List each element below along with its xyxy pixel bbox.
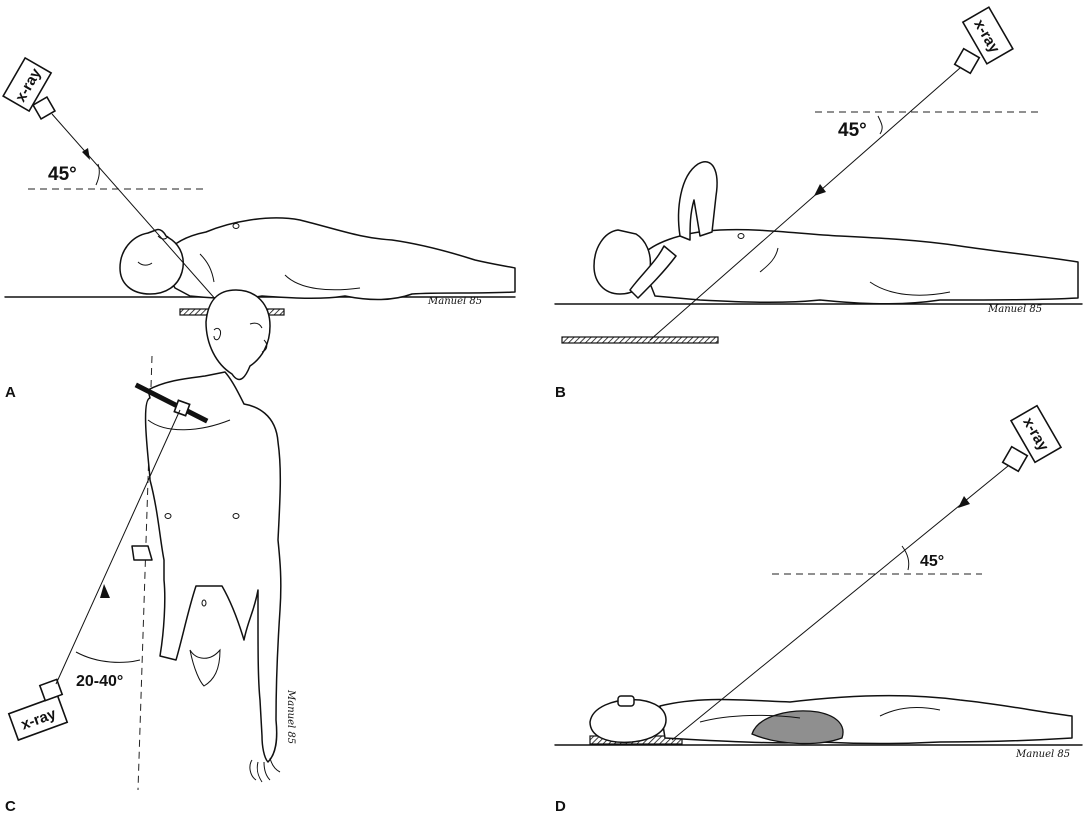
artist-signature: Manuel 85	[285, 689, 296, 744]
angle-label: 45°	[48, 164, 77, 185]
angle-arc	[878, 116, 882, 134]
hand-fingers	[250, 758, 280, 782]
angle-label: 45°	[920, 553, 944, 570]
raised-arm-stump	[132, 546, 152, 560]
ray-direction-arrow	[958, 496, 970, 508]
artist-signature: Manuel 85	[987, 304, 1042, 315]
panel-d: x-ray 45° Manuel 85 D	[555, 406, 1082, 815]
xray-tube-collimator	[33, 97, 55, 119]
genitals	[190, 650, 220, 686]
panel-b: x-ray 45° Manuel 85 B	[555, 7, 1082, 401]
navel	[202, 600, 206, 606]
patient-head	[120, 229, 183, 294]
panel-letter: A	[5, 384, 16, 401]
panel-c: x-ray 20-40° Manuel 85 C	[5, 290, 296, 815]
raised-arm	[679, 162, 717, 240]
panel-letter: B	[555, 384, 566, 401]
angle-label: 20-40°	[76, 673, 123, 690]
angle-arc	[76, 652, 140, 662]
patient-body	[160, 218, 515, 300]
ray-direction-arrow	[100, 584, 110, 598]
angle-label: 45°	[838, 120, 867, 141]
artist-signature: Manuel 85	[1015, 749, 1070, 760]
xray-tube: x-ray	[9, 696, 67, 740]
patient-body	[146, 372, 281, 762]
ray-direction-arrow	[814, 184, 826, 196]
patient-standing	[132, 290, 281, 782]
patient-head	[206, 290, 270, 379]
angle-arc	[96, 164, 99, 185]
panel-letter: D	[555, 798, 566, 815]
panel-letter: C	[5, 798, 16, 815]
patient-body	[660, 696, 1072, 744]
patient-ear	[618, 696, 634, 706]
patient-supine-arm-raised	[594, 162, 1078, 304]
artist-signature: Manuel 85	[427, 296, 482, 307]
patient-body	[640, 230, 1078, 304]
film-cassette	[562, 337, 718, 343]
